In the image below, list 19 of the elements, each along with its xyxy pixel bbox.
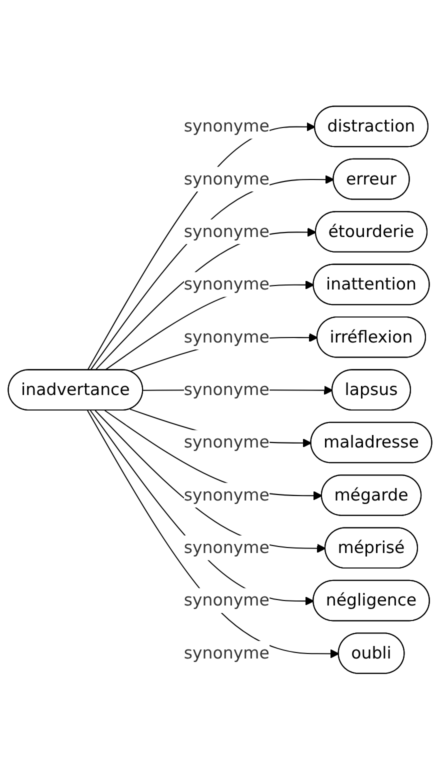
edge-label: synonyme (184, 642, 270, 662)
edge-label: synonyme (184, 484, 270, 504)
arrow (90, 174, 334, 370)
edge-label: synonyme (184, 116, 270, 136)
edge-label: synonyme (184, 379, 270, 399)
edge-label: synonyme (184, 432, 270, 452)
edge-label: synonyme (184, 168, 270, 188)
arrow (104, 410, 322, 500)
arrow (90, 410, 314, 606)
edge-label: synonyme (184, 221, 270, 241)
edge-label: synonyme (184, 326, 270, 346)
arrow (104, 280, 314, 370)
edge-label: synonyme (184, 274, 270, 294)
arrow (87, 122, 316, 370)
edge-label: synonyme (184, 537, 270, 557)
arrow (87, 410, 340, 658)
edge-label: synonyme (184, 590, 270, 610)
arrow (94, 227, 316, 370)
arrow (94, 410, 326, 553)
